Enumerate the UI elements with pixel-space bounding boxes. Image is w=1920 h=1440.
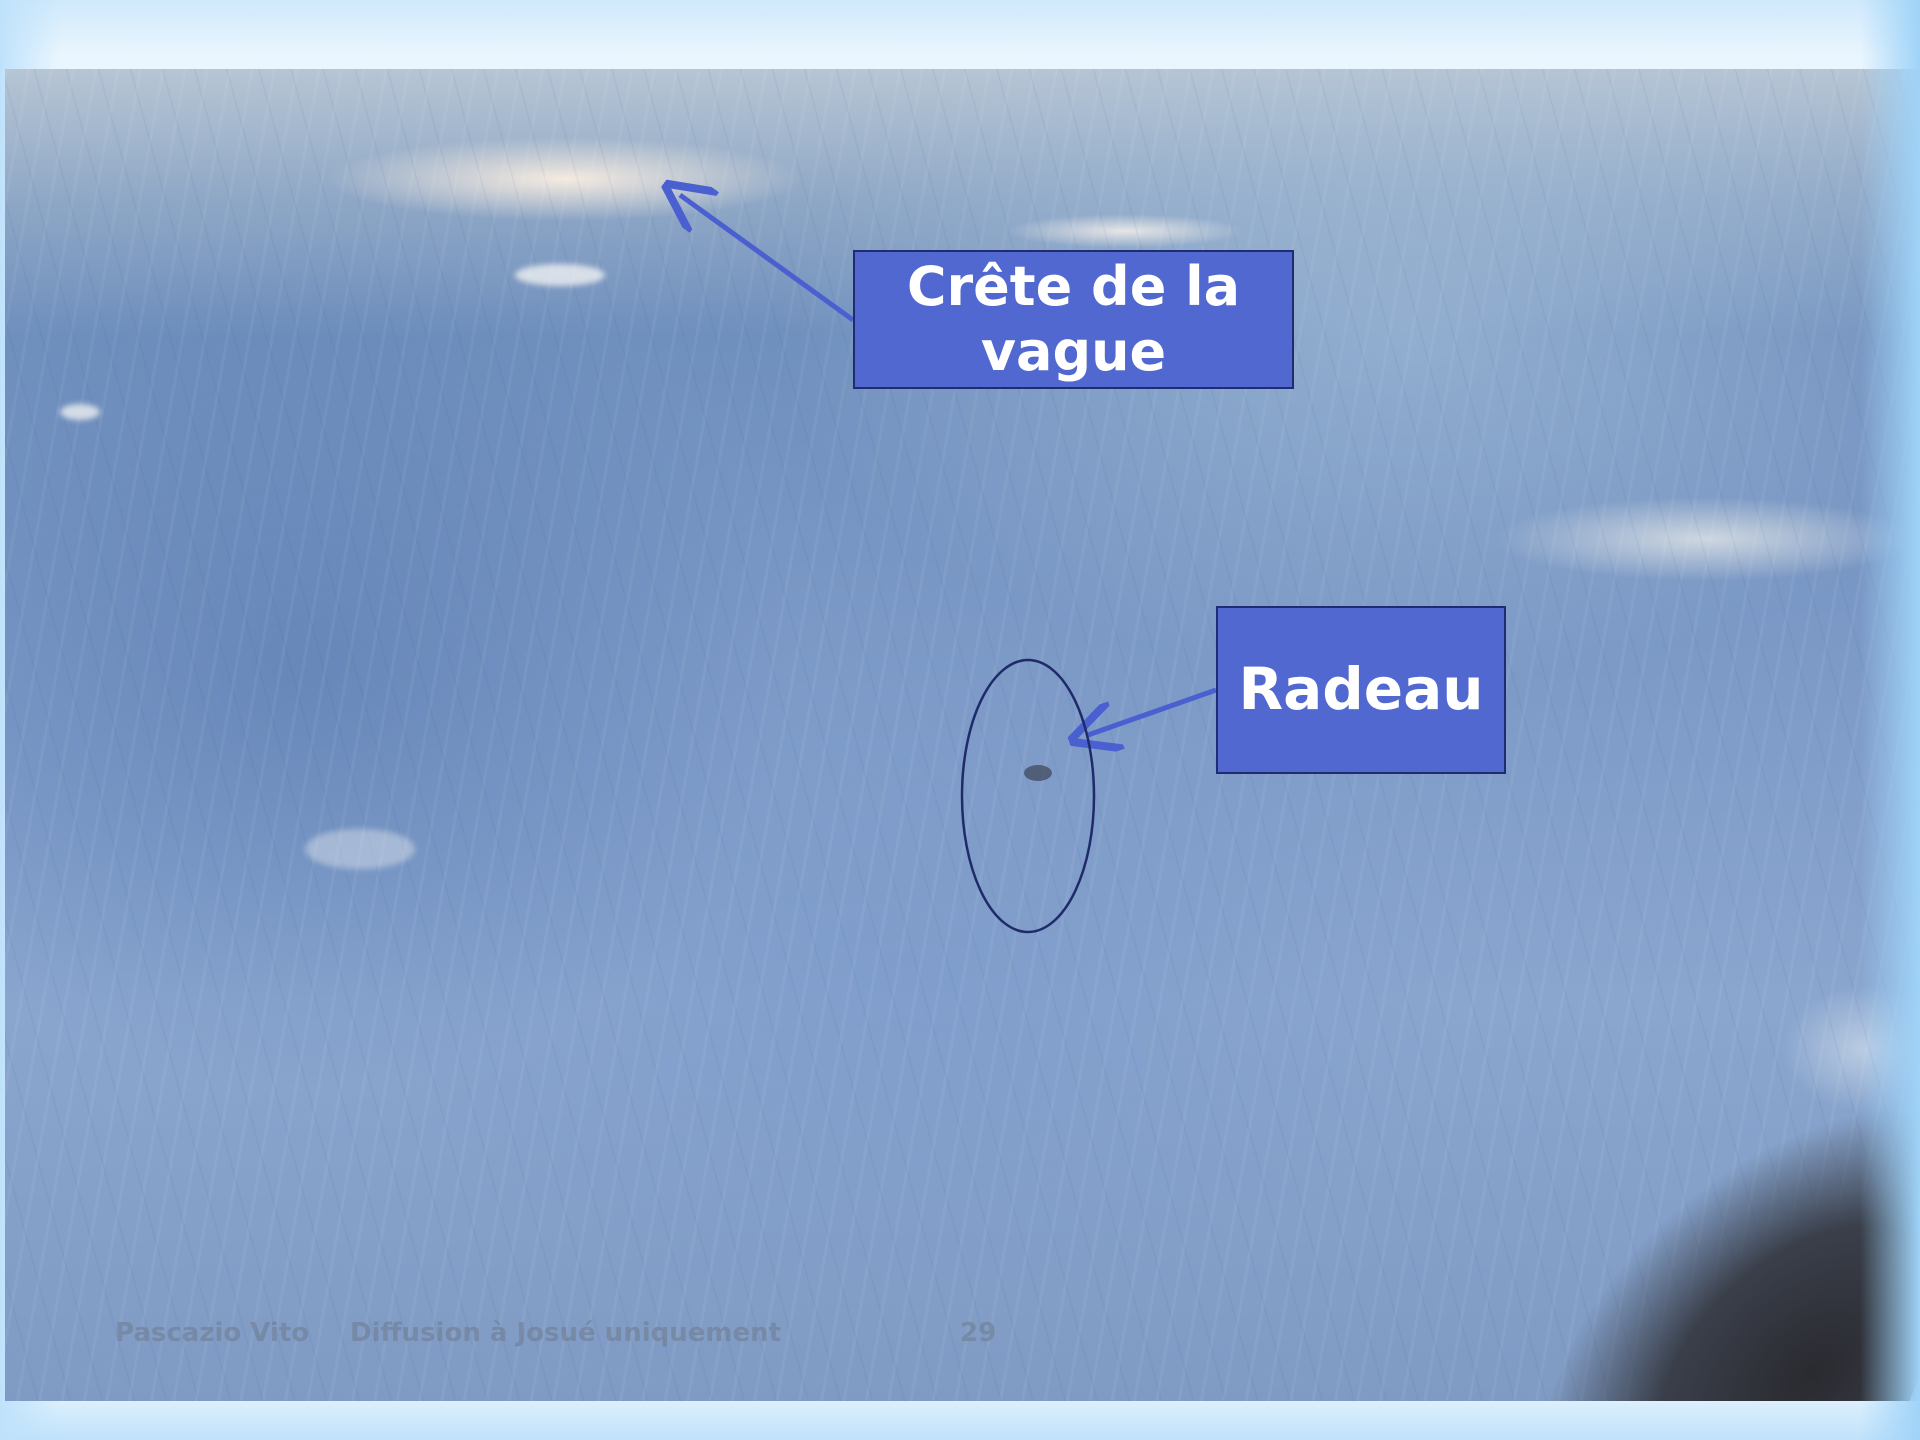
footer-author: Pascazio Vito <box>115 1318 310 1348</box>
page-number: 29 <box>960 1318 997 1348</box>
raft-label: Radeau <box>1216 606 1506 774</box>
foam-patch <box>60 404 100 420</box>
foam-patch <box>305 829 415 869</box>
wave-crest-label: Crête de la vague <box>853 250 1294 389</box>
footer-notice: Diffusion à Josué uniquement <box>350 1318 782 1348</box>
foam-patch <box>515 264 605 286</box>
